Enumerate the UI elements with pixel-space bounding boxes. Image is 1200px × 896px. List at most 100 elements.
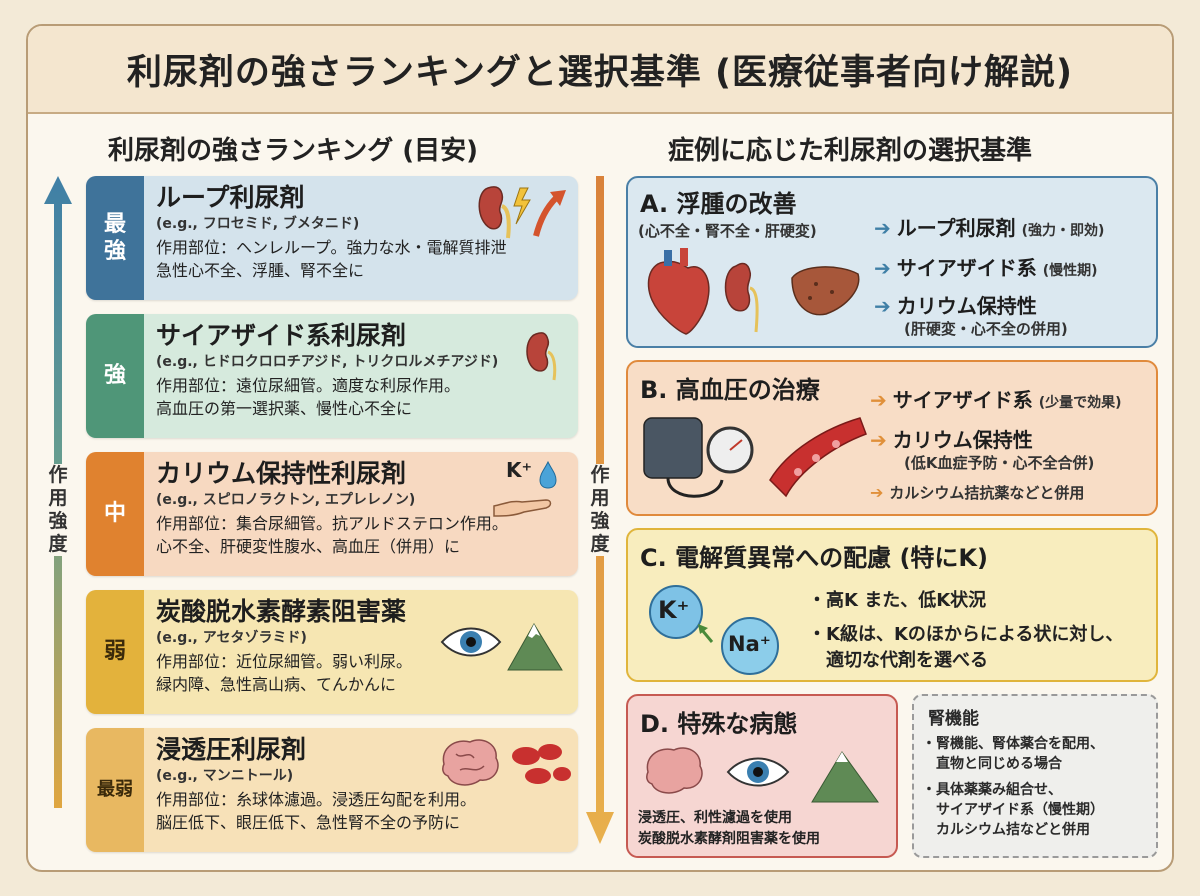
rank-card-thiazide: 強 サイアザイド系利尿剤 (e.g., ヒドロクロロチアジド, トリクロルメチア…: [86, 314, 578, 438]
panel-electrolyte: C. 電解質異常への配慮 (特にK) K⁺ Na⁺ ・高K また、低K状況 ・K…: [626, 528, 1158, 682]
kidney-function-note: 腎機能 ・腎機能、腎体薬合を配用、 直物と同じめる場合 ・具体薬薬み組合せ、 サ…: [912, 694, 1158, 858]
strength-label-left: 作用強度: [46, 464, 70, 556]
rec-note: カルシウム拮抗薬などと併用: [889, 484, 1085, 502]
organs-icon: [647, 248, 860, 335]
potassium-symbol: K⁺: [506, 458, 533, 482]
kidney-lightning-icon: [478, 186, 566, 239]
arrow-right-icon: ➔: [870, 388, 887, 412]
rec-main: カリウム保持性: [896, 294, 1037, 318]
rank-card-carbonic: 弱 炭酸脱水素酵素阻害薬 (e.g., アセタゾラミド) 作用部位：近位尿細管。…: [86, 590, 578, 714]
panel-special: D. 特殊な病態 浸透圧、利性濾過を使用 炭酸脱水素酵剤阻害薬を使用: [626, 694, 898, 858]
note-item: ・具体薬薬み組合せ、: [922, 782, 1062, 798]
panel-title: D. 特殊な病態: [640, 710, 798, 738]
arrow-right-icon: ➔: [874, 294, 891, 318]
rank-use: 急性心不全、浮腫、腎不全に: [156, 261, 365, 280]
brain-blood-icon: [442, 739, 571, 786]
rec-main: カリウム保持性: [892, 428, 1033, 452]
k-ion-label: K⁺: [658, 596, 690, 624]
rank-tag: 最弱: [86, 728, 144, 852]
rank-tag-text: 弱: [103, 639, 126, 665]
electrolyte-ions-icon: [649, 585, 779, 675]
arrow-right-icon: ➔: [874, 256, 891, 280]
rank-name: 浸透圧利尿剤: [156, 735, 307, 764]
rank-name: ループ利尿剤: [156, 183, 305, 212]
rec-thiazide: ➔ サイアザイド系 (少量で効果): [870, 384, 1122, 413]
potassium-hand-icon: [493, 460, 557, 517]
rec-note: (少量で効果): [1038, 395, 1122, 411]
rank-use: 緑内障、急性高山病、てんかんに: [156, 675, 397, 694]
rec-loop: ➔ ループ利尿剤 (強力・即効): [874, 212, 1104, 241]
rec-main: ループ利尿剤: [896, 216, 1016, 240]
rank-examples: (e.g., ヒドロクロロチアジド, トリクロルメチアジド): [156, 354, 499, 370]
rank-site: 作用部位：糸球体濾過。浸透圧勾配を利用。: [156, 790, 477, 809]
rank-tag: 中: [86, 452, 144, 576]
rank-use: 高血圧の第一選択薬、慢性心不全に: [156, 399, 413, 418]
title-bar: 利尿剤の強さランキングと選択基準 (医療従事者向け解説): [28, 26, 1172, 114]
brain-eye-mountain-icon: [646, 747, 879, 803]
rank-examples: (e.g., フロセミド, ブメタニド): [156, 216, 360, 232]
panel-title: C. 電解質異常への配慮 (特にK): [640, 544, 988, 572]
rank-examples: (e.g., アセタゾラミド): [156, 630, 307, 646]
rank-body: 炭酸脱水素酵素阻害薬 (e.g., アセタゾラミド) 作用部位：近位尿細管。弱い…: [156, 596, 570, 708]
rank-use: 心不全、肝硬変性腹水、高血圧（併用）に: [156, 537, 461, 556]
rank-name: 炭酸脱水素酵素阻害薬: [156, 597, 407, 626]
note-item: ・腎機能、腎体薬合を配用、: [922, 736, 1104, 752]
rank-body: ループ利尿剤 (e.g., フロセミド, ブメタニド) 作用部位：ヘンレループ。…: [156, 182, 570, 294]
rec-thiazide: ➔ サイアザイド系 (慢性期): [874, 252, 1098, 281]
arrow-right-icon: ➔: [870, 428, 887, 452]
rank-card-potassium: 中 カリウム保持性利尿剤 (e.g., スピロノラクトン, エプレレノン) 作用…: [86, 452, 578, 576]
rank-site: 作用部位：集合尿細管。抗アルドステロン作用。: [156, 514, 508, 533]
panel-title: A. 浮腫の改善: [640, 190, 797, 218]
rec-potassium: ➔ カリウム保持性: [874, 290, 1037, 319]
bullet-item: 適切な代剤を選べる: [808, 650, 988, 671]
rank-body: サイアザイド系利尿剤 (e.g., ヒドロクロロチアジド, トリクロルメチアジド…: [156, 320, 570, 432]
rec-note: (強力・即効): [1021, 223, 1105, 239]
rank-card-osmotic: 最弱 浸透圧利尿剤 (e.g., マンニトール) 作用部位：糸球体濾過。浸透圧勾…: [86, 728, 578, 852]
page-title: 利尿剤の強さランキングと選択基準 (医療従事者向け解説): [126, 52, 1074, 93]
note-item: 直物と同じめる場合: [922, 756, 1062, 772]
rec-main: サイアザイド系: [892, 388, 1033, 412]
note-item: カルシウム拮などと併用: [922, 822, 1090, 838]
strength-label-right: 作用強度: [588, 464, 612, 556]
rank-name: サイアザイド系利尿剤: [156, 321, 407, 350]
panel-line: 炭酸脱水素酵剤阻害薬を使用: [638, 831, 820, 847]
rank-tag-text: 中: [103, 501, 126, 527]
rank-tag: 最強: [86, 176, 144, 300]
rank-tag-text: 強: [103, 363, 126, 389]
panel-hypertension: B. 高血圧の治療 ➔ サイアザイド系 (少量で効果) ➔ カリウム保持性 (低…: [626, 360, 1158, 516]
panel-subtitle: (心不全・腎不全・肝硬変): [638, 222, 817, 240]
note-item: サイアザイド系（慢性期）: [922, 802, 1104, 818]
bullet-item: ・高K また、低K状況: [808, 590, 987, 611]
eye-mountain-icon: [440, 623, 563, 671]
rec-sub: (低K血症予防・心不全合併): [904, 454, 1095, 472]
rank-tag: 強: [86, 314, 144, 438]
rank-tag: 弱: [86, 590, 144, 714]
rec-calcium: ➔ カルシウム拮抗薬などと併用: [870, 482, 1084, 503]
rank-body: カリウム保持性利尿剤 (e.g., スピロノラクトン, エプレレノン) 作用部位…: [156, 458, 570, 570]
arrow-right-icon: ➔: [870, 483, 884, 502]
rank-site: 作用部位：ヘンレループ。強力な水・電解質排泄: [156, 238, 507, 257]
rec-main: サイアザイド系: [896, 256, 1037, 280]
panel-line: 浸透圧、利性濾過を使用: [638, 810, 792, 826]
rank-examples: (e.g., スピロノラクトン, エプレレノン): [156, 492, 416, 508]
kidney-icon: [526, 332, 557, 381]
ranking-heading: 利尿剤の強さランキング (目安): [108, 136, 479, 166]
arrow-right-icon: ➔: [874, 216, 891, 240]
na-ion-label: Na⁺: [728, 632, 771, 656]
rank-name: カリウム保持性利尿剤: [156, 459, 407, 488]
note-title: 腎機能: [928, 709, 979, 729]
panel-edema: A. 浮腫の改善 (心不全・腎不全・肝硬変) ➔ ループ利尿剤 (強力・即効) …: [626, 176, 1158, 348]
rank-site: 作用部位：近位尿細管。弱い利尿。: [156, 652, 413, 671]
rank-examples: (e.g., マンニトール): [156, 768, 294, 784]
criteria-heading: 症例に応じた利尿剤の選択基準: [668, 136, 1033, 166]
rec-sub: (肝硬変・心不全の併用): [904, 320, 1068, 338]
bullet-item: ・K級は、Kのほからによる状に対し、: [808, 624, 1124, 645]
rank-site: 作用部位：遠位尿細管。適度な利尿作用。: [156, 376, 461, 395]
rank-use: 脳圧低下、眼圧低下、急性腎不全の予防に: [156, 813, 461, 832]
rank-body: 浸透圧利尿剤 (e.g., マンニトール) 作用部位：糸球体濾過。浸透圧勾配を利…: [156, 734, 570, 846]
rank-tag-text: 最強: [103, 211, 126, 265]
panel-title: B. 高血圧の治療: [640, 376, 820, 404]
rec-potassium: ➔ カリウム保持性: [870, 424, 1033, 453]
rank-card-loop: 最強 ループ利尿剤 (e.g., フロセミド, ブメタニド) 作用部位：ヘンレル…: [86, 176, 578, 300]
rec-note: (慢性期): [1042, 263, 1098, 279]
